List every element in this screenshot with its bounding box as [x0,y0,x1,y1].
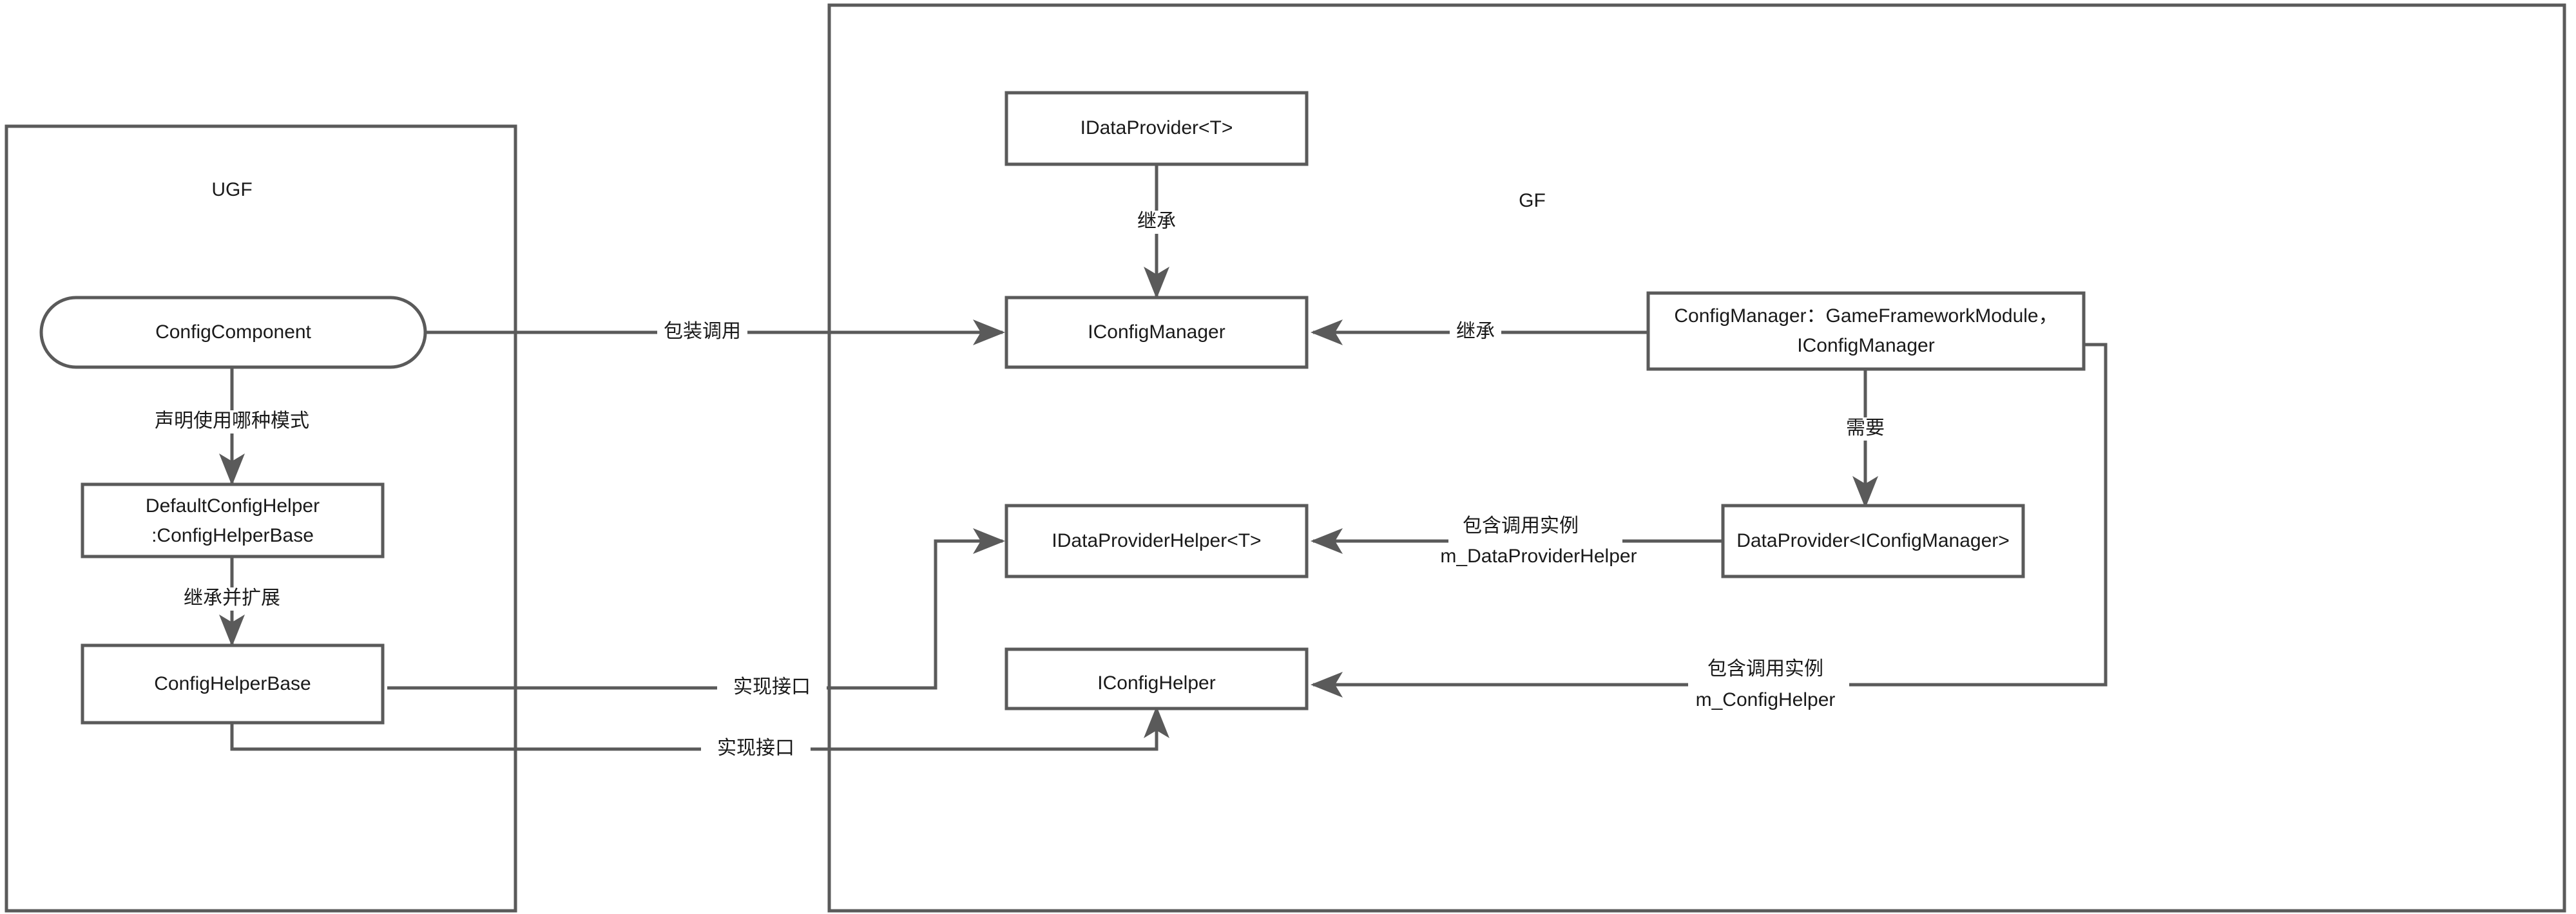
edge-label-inherit-extend: 继承并扩展 [180,587,284,611]
edge-label-implements-dataproviderhelper-text: 实现接口 [733,676,811,698]
edge-label-requires-text: 需要 [1846,417,1885,439]
edge-label-declare-mode: 声明使用哪种模式 [155,410,309,433]
container-ugf [5,124,517,913]
edge-label-inherit-extend-text: 继承并扩展 [184,587,280,609]
edge-label-contains-dataproviderhelper-line2: m_DataProviderHelper [1440,546,1637,567]
node-config-manager-line1: ConfigManager：GameFrameworkModule， [1674,305,2057,327]
node-config-helper-base-label: ConfigHelperBase [154,673,311,694]
node-iconfig-manager-label: IConfigManager [1088,321,1225,343]
edge-label-inherit-configmanager: 继承 [1450,321,1501,344]
container-gf-label: GF [1519,190,1546,211]
node-config-component-label: ConfigComponent [155,321,311,343]
node-config-manager[interactable]: ConfigManager：GameFrameworkModule， IConf… [1646,291,2086,371]
node-idata-provider-label: IDataProvider<T> [1081,117,1233,138]
node-default-config-helper-line1: DefaultConfigHelper [146,495,320,517]
edge-label-implements-confighelper: 实现接口 [701,738,811,761]
node-idata-provider-helper[interactable]: IDataProviderHelper<T> [1004,504,1309,578]
edge-label-inherit-dataprovider: 继承 [1133,211,1181,234]
node-idata-provider-helper-label: IDataProviderHelper<T> [1052,530,1261,551]
edge-label-contains-dataproviderhelper-line1: 包含调用实例 [1463,515,1579,537]
node-iconfig-helper[interactable]: IConfigHelper [1004,647,1309,710]
edge-label-wrap-call: 包装调用 [657,321,747,344]
edge-label-inherit-configmanager-text: 继承 [1456,321,1495,342]
node-idata-provider[interactable]: IDataProvider<T> [1004,91,1309,166]
node-iconfig-manager[interactable]: IConfigManager [1004,296,1309,369]
node-config-manager-line2: IConfigManager [1797,335,1934,356]
node-data-provider-label: DataProvider<IConfigManager> [1736,530,2010,551]
edge-label-requires: 需要 [1841,417,1890,441]
edge-label-contains-dataproviderhelper: 包含调用实例 m_DataProviderHelper [1440,515,1637,567]
container-ugf-label: UGF [211,179,252,200]
edge-label-wrap-call-text: 包装调用 [664,321,741,342]
edge-implements-confighelper [230,705,1169,751]
edge-label-contains-confighelper: 包含调用实例 m_ConfigHelper [1688,658,1849,710]
container-gf [827,3,2566,913]
edge-label-implements-dataproviderhelper: 实现接口 [717,676,827,700]
edge-label-contains-confighelper-line2: m_ConfigHelper [1696,689,1836,710]
node-iconfig-helper-label: IConfigHelper [1097,672,1215,694]
edge-label-inherit-dataprovider-text: 继承 [1137,211,1176,232]
node-default-config-helper-line2: :ConfigHelperBase [151,525,314,546]
edge-label-declare-mode-text: 声明使用哪种模式 [155,410,309,432]
node-default-config-helper[interactable]: DefaultConfigHelper :ConfigHelperBase [81,482,385,558]
node-config-component[interactable]: ConfigComponent [39,296,427,369]
node-data-provider[interactable]: DataProvider<IConfigManager> [1721,504,2025,578]
edge-label-contains-confighelper-line1: 包含调用实例 [1707,658,1823,680]
edge-implements-dataproviderhelper [387,528,1006,690]
node-config-helper-base[interactable]: ConfigHelperBase [81,643,385,725]
edge-label-implements-confighelper-text: 实现接口 [717,738,794,759]
